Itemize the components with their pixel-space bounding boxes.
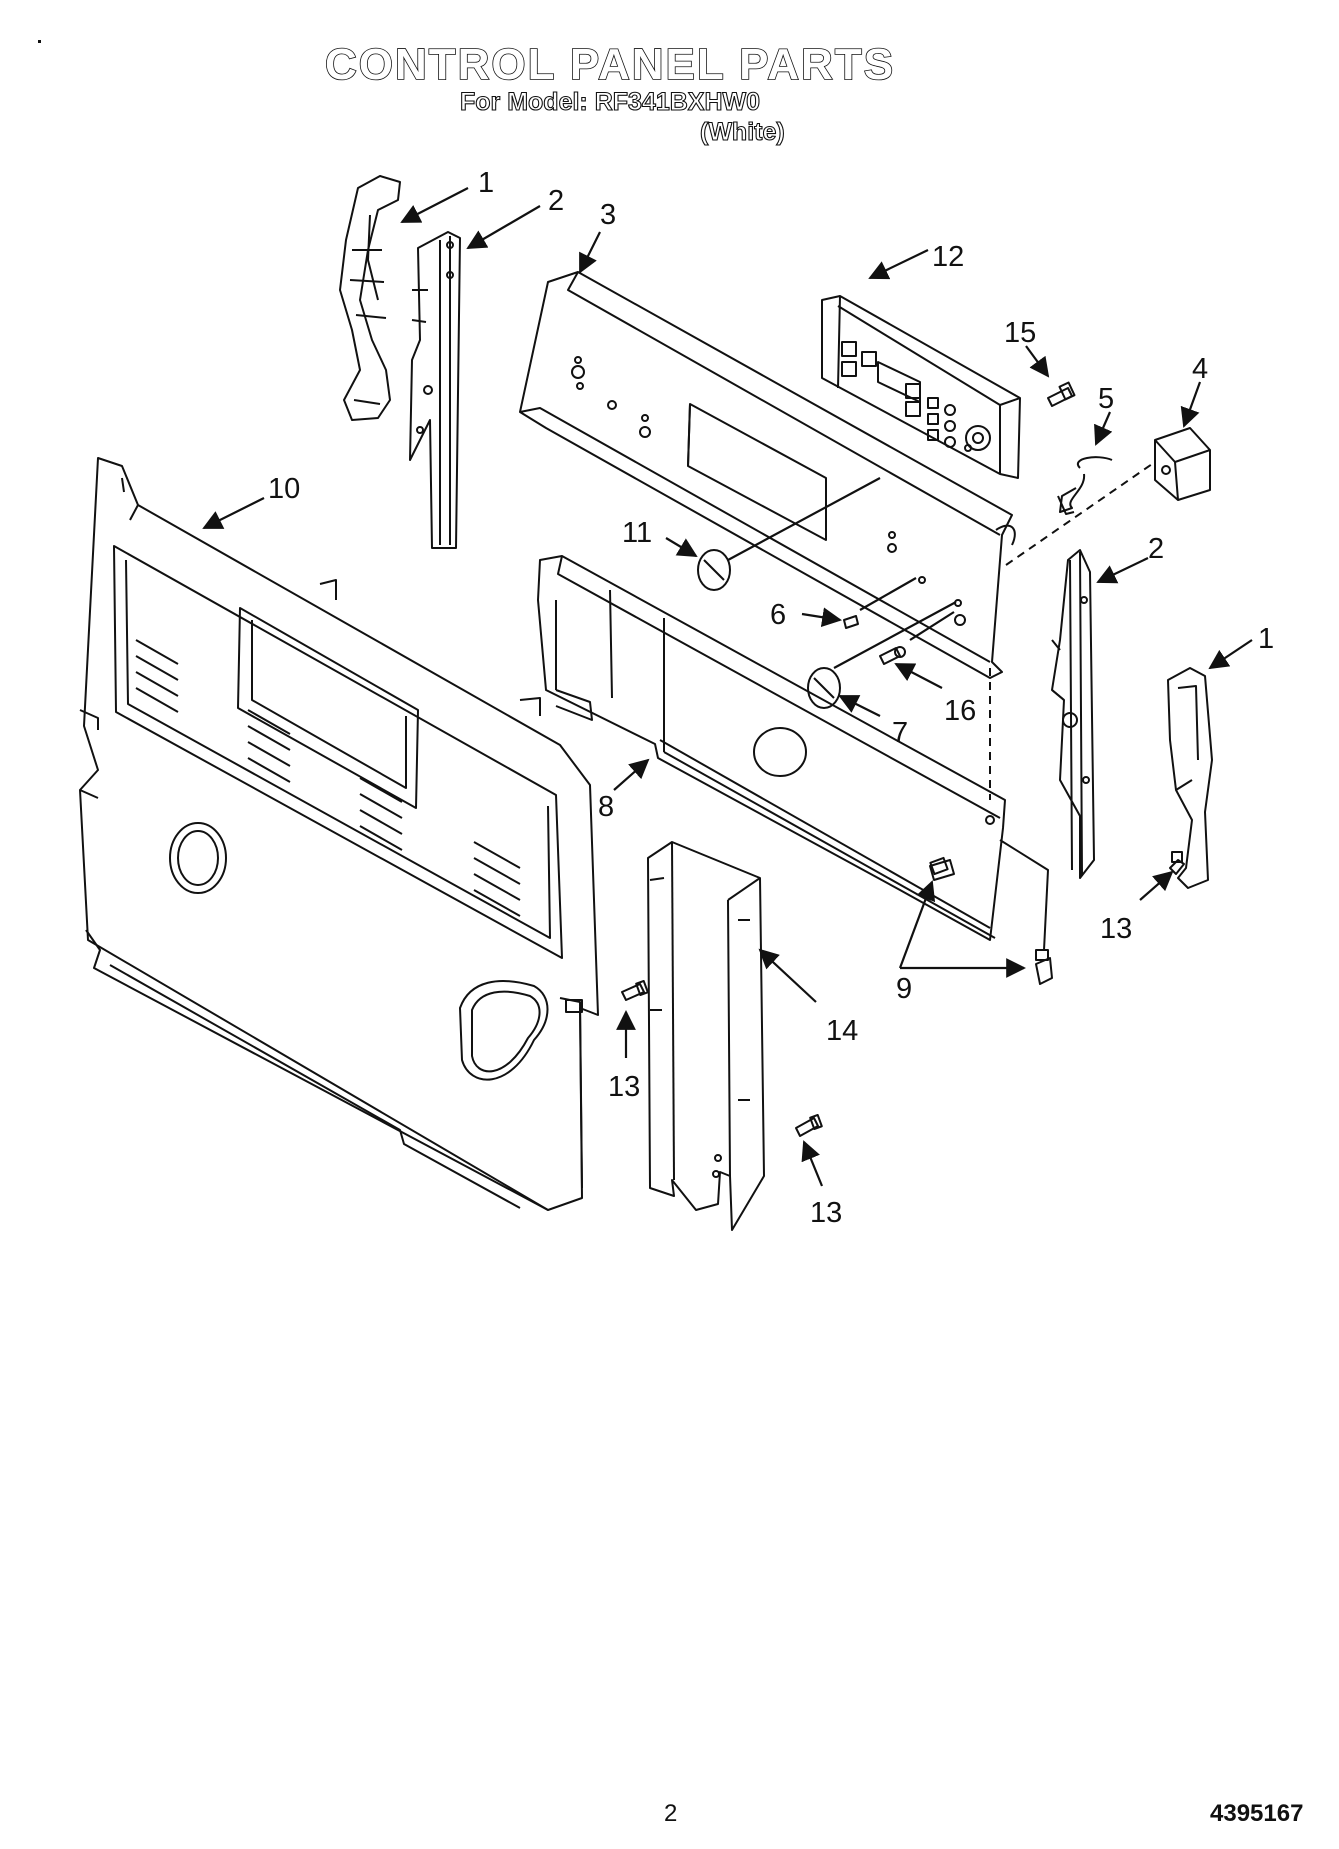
callout-2b: 2 bbox=[1148, 533, 1164, 565]
leader-11-pointer bbox=[727, 477, 881, 561]
leader-16 bbox=[894, 663, 943, 689]
page-number: 2 bbox=[664, 1800, 678, 1827]
side-bracket-right bbox=[1051, 549, 1095, 879]
screw-9-lower bbox=[999, 839, 1053, 985]
document-number: 4395167 bbox=[1210, 1800, 1304, 1827]
leader-2b bbox=[1096, 557, 1149, 584]
electronic-control bbox=[821, 295, 1021, 479]
callout-13a: 13 bbox=[608, 1071, 640, 1103]
leader-3 bbox=[579, 231, 601, 274]
callout-7: 7 bbox=[892, 717, 908, 749]
leader-6-pointer bbox=[859, 577, 917, 611]
leader-9a bbox=[898, 880, 936, 969]
leader-4 bbox=[1180, 381, 1202, 428]
screw-6 bbox=[843, 615, 859, 629]
callout-8: 8 bbox=[598, 791, 614, 823]
leader-15 bbox=[1025, 345, 1050, 378]
screw-9-upper bbox=[929, 856, 955, 881]
callout-15: 15 bbox=[1004, 317, 1036, 349]
callout-12: 12 bbox=[932, 241, 964, 273]
leader-1b bbox=[1208, 639, 1253, 670]
leader-8 bbox=[613, 758, 650, 791]
leader-10 bbox=[202, 497, 265, 529]
leader-5 bbox=[1094, 411, 1113, 446]
end-cap-right bbox=[1167, 667, 1213, 889]
callout-1b: 1 bbox=[1258, 623, 1274, 655]
side-bracket-left bbox=[409, 231, 461, 549]
callout-9: 9 bbox=[896, 973, 912, 1005]
leader-13c bbox=[1139, 870, 1174, 901]
leader-14 bbox=[758, 948, 817, 1003]
screw-13-lower bbox=[795, 1113, 823, 1137]
leader-6 bbox=[801, 607, 842, 627]
control-panel bbox=[519, 271, 1016, 679]
leader-2a bbox=[466, 205, 541, 249]
back-panel bbox=[79, 457, 599, 1211]
model-number: For Model: RF341BXHW0 bbox=[459, 87, 761, 116]
screw-16 bbox=[879, 646, 906, 665]
leader-7 bbox=[838, 695, 881, 717]
leader-11 bbox=[665, 537, 698, 558]
leader-7-pointer bbox=[833, 601, 957, 669]
callout-labels: 1 2 3 12 15 5 4 10 11 2 1 6 16 7 8 13 9 … bbox=[268, 167, 1274, 1229]
screw-15 bbox=[1047, 381, 1076, 407]
leader-arrows bbox=[202, 187, 1253, 1187]
alignment-lines bbox=[989, 461, 1156, 800]
callout-2a: 2 bbox=[548, 185, 564, 217]
callout-6: 6 bbox=[770, 599, 786, 631]
page-title: CONTROL PANEL PARTS bbox=[324, 39, 896, 90]
callout-13c: 13 bbox=[1100, 913, 1132, 945]
leader-13b bbox=[801, 1140, 824, 1187]
knob-11 bbox=[697, 549, 731, 591]
leader-1a bbox=[400, 187, 469, 223]
callout-11: 11 bbox=[622, 517, 652, 549]
knob-7 bbox=[807, 667, 841, 709]
speck-mark bbox=[38, 40, 41, 43]
screw-13-left-bracket bbox=[621, 979, 649, 1001]
callout-16: 16 bbox=[944, 695, 976, 727]
vertical-bracket bbox=[647, 841, 765, 1231]
callout-1a: 1 bbox=[478, 167, 494, 199]
callout-10: 10 bbox=[268, 473, 300, 505]
screw-13-right bbox=[1169, 851, 1185, 875]
callout-5: 5 bbox=[1098, 383, 1114, 415]
model-color: (White) bbox=[699, 117, 785, 146]
callout-3: 3 bbox=[600, 199, 616, 231]
leader-12 bbox=[868, 249, 929, 280]
callout-4: 4 bbox=[1192, 353, 1208, 385]
callout-13b: 13 bbox=[810, 1197, 842, 1229]
leader-16-pointer bbox=[909, 611, 955, 641]
wire-harness bbox=[1057, 456, 1113, 515]
end-cap-left bbox=[339, 175, 401, 421]
selector-switch bbox=[1154, 427, 1211, 501]
callout-14: 14 bbox=[826, 1015, 858, 1047]
